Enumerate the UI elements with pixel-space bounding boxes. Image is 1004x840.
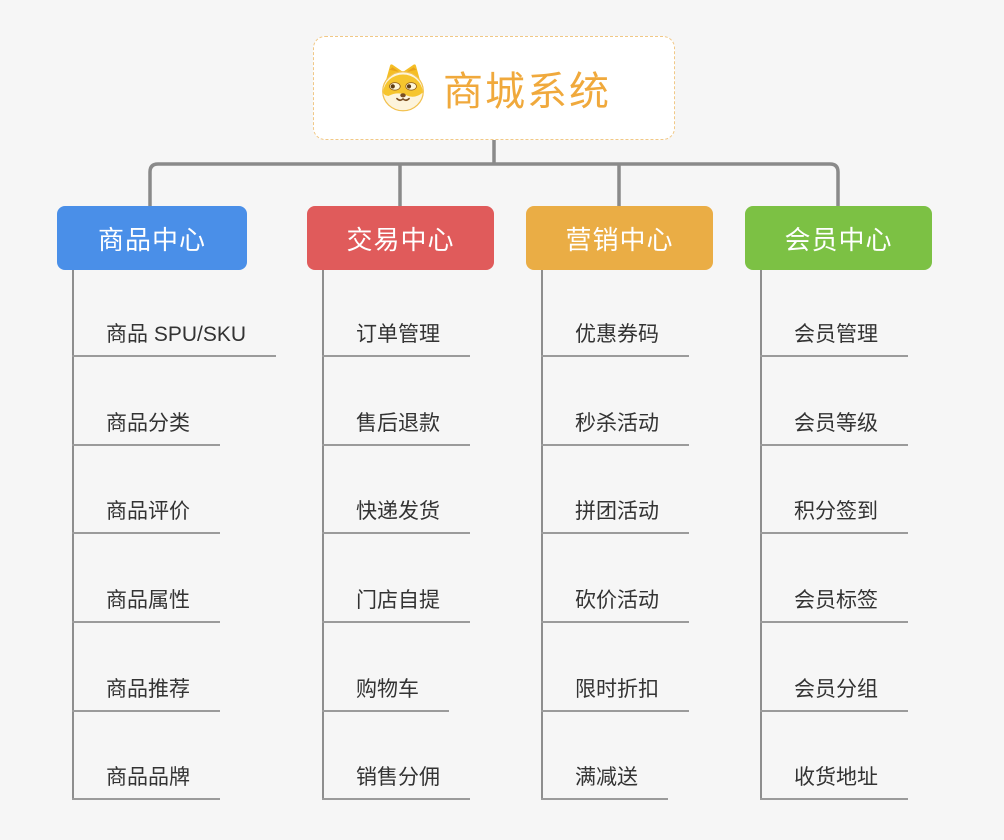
branch-label: 营销中心: [565, 224, 674, 255]
root-topic[interactable]: 商城系统: [313, 36, 675, 140]
leaf-topic[interactable]: 商品分类: [72, 410, 220, 446]
leaf-topic[interactable]: 收货地址: [760, 764, 908, 800]
branch-trunk-line: [760, 270, 762, 800]
branch-trunk-line: [541, 270, 543, 800]
leaf-topic[interactable]: 商品评价: [72, 498, 220, 534]
leaf-topic[interactable]: 限时折扣: [541, 676, 689, 712]
leaf-topic[interactable]: 会员分组: [760, 676, 908, 712]
branch-member-center[interactable]: 会员中心: [745, 206, 932, 270]
leaf-topic[interactable]: 积分签到: [760, 498, 908, 534]
leaf-topic[interactable]: 会员等级: [760, 410, 908, 446]
leaf-topic[interactable]: 满减送: [541, 764, 668, 800]
leaf-topic[interactable]: 拼团活动: [541, 498, 689, 534]
branch-trade-center[interactable]: 交易中心: [307, 206, 494, 270]
leaf-topic[interactable]: 商品属性: [72, 587, 220, 623]
leaf-topic[interactable]: 秒杀活动: [541, 410, 689, 446]
branch-marketing-center[interactable]: 营销中心: [526, 206, 713, 270]
root-topic-label: 商城系统: [443, 70, 611, 114]
leaf-topic[interactable]: 售后退款: [322, 410, 470, 446]
leaf-topic[interactable]: 快递发货: [322, 498, 470, 534]
branch-trunk-line: [72, 270, 74, 800]
leaf-topic[interactable]: 购物车: [322, 676, 449, 712]
leaf-topic[interactable]: 商品推荐: [72, 676, 220, 712]
leaf-topic[interactable]: 商品品牌: [72, 764, 220, 800]
leaf-topic[interactable]: 砍价活动: [541, 587, 689, 623]
leaf-topic[interactable]: 商品 SPU/SKU: [72, 321, 277, 357]
leaf-topic[interactable]: 会员管理: [760, 321, 908, 357]
branch-label: 会员中心: [784, 224, 893, 255]
leaf-topic[interactable]: 优惠券码: [541, 321, 689, 357]
main-rail-line: [148, 162, 840, 206]
branch-label: 交易中心: [346, 224, 455, 255]
leaf-topic[interactable]: 门店自提: [322, 587, 470, 623]
shiba-dog-icon: [377, 62, 429, 114]
branch-trunk-line: [322, 270, 324, 800]
leaf-topic[interactable]: 订单管理: [322, 321, 470, 357]
branch-label: 商品中心: [97, 224, 206, 255]
leaf-topic[interactable]: 销售分佣: [322, 764, 470, 800]
leaf-topic[interactable]: 会员标签: [760, 587, 908, 623]
branch-product-center[interactable]: 商品中心: [57, 206, 247, 270]
